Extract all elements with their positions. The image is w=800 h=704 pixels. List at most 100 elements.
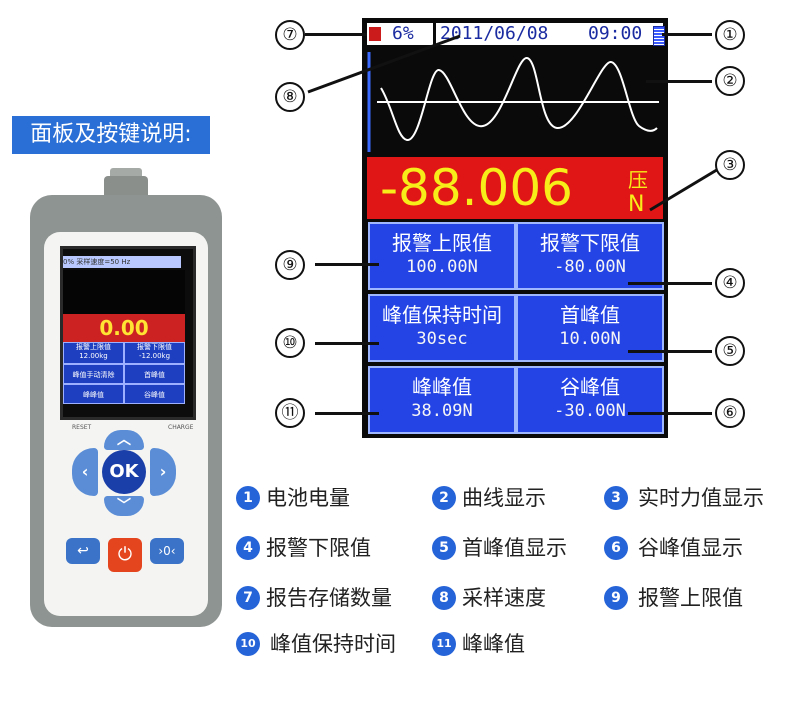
status-date: 2011/06/08 (440, 23, 549, 44)
legend-number: 8 (432, 586, 456, 610)
cell-label: 首峰值 (560, 303, 620, 327)
legend-text: 曲线显示 (462, 486, 546, 510)
mini-cell-label: 报警下限值 (137, 343, 172, 351)
cell-peak-hold-time: 峰值保持时间 30sec (368, 294, 516, 362)
legend-number: 9 (604, 586, 628, 610)
reset-label: RESET (72, 424, 92, 431)
legend-text: 报警下限值 (266, 536, 371, 560)
cell-lower-limit: 报警下限值 -80.00N (516, 222, 664, 290)
mini-cell-first-peak: 首峰值 (124, 364, 185, 384)
cell-label: 报警下限值 (540, 231, 640, 255)
legend-text: 报告存储数量 (266, 586, 392, 610)
storage-percent: 6% (392, 23, 414, 44)
callout-line-5 (628, 350, 712, 353)
cell-value: -30.00N (554, 401, 626, 421)
power-icon: ⏻ (117, 544, 133, 565)
mini-cell-lower-limit: 报警下限值 -12.00kg (124, 342, 185, 364)
storage-count-icon (369, 27, 381, 41)
legend-text: 实时力值显示 (638, 486, 764, 510)
cell-value: 38.09N (411, 401, 473, 421)
marker-7: ⑦ (275, 20, 305, 50)
charge-label: CHARGE (168, 424, 194, 431)
legend-text: 峰值保持时间 (270, 632, 396, 656)
legend-number: 10 (236, 632, 260, 656)
cell-label: 峰峰值 (412, 375, 472, 399)
status-time: 09:00 (588, 23, 643, 44)
back-button[interactable]: ↩ (66, 538, 100, 564)
mini-cell-peak-peak: 峰峰值 (63, 384, 124, 404)
callout-line-7 (305, 33, 367, 36)
callout-line-1 (662, 33, 712, 36)
legend-number: 11 (432, 632, 456, 656)
force-mode: 压 (628, 168, 648, 192)
cell-value: -80.00N (554, 257, 626, 277)
panel-title: 面板及按键说明: (12, 116, 210, 154)
realtime-value-box (367, 157, 663, 219)
callout-line-3 (649, 166, 721, 212)
chevron-up-icon: ︿ (117, 432, 131, 448)
status-divider (433, 23, 436, 45)
cell-peak-peak: 峰峰值 38.09N (368, 366, 516, 434)
mini-cell-valley-peak: 谷峰值 (124, 384, 185, 404)
marker-1: ① (715, 20, 745, 50)
callout-line-11 (315, 412, 379, 415)
power-button[interactable]: ⏻ (108, 538, 142, 572)
cell-label: 报警上限值 (392, 231, 492, 255)
legend-text: 电池电量 (266, 486, 350, 510)
mini-cell-label: 报警上限值 (76, 343, 111, 351)
callout-line-8 (307, 34, 461, 94)
marker-9: ⑨ (275, 250, 305, 280)
mini-cell-value: -12.00kg (138, 352, 171, 360)
chevron-left-icon: ‹ (81, 462, 89, 481)
legend-number: 1 (236, 486, 260, 510)
legend-text: 谷峰值显示 (638, 536, 743, 560)
legend-number: 6 (604, 536, 628, 560)
marker-4: ④ (715, 268, 745, 298)
chevron-down-icon: ﹀ (117, 498, 131, 514)
mini-cell-peak-clear: 峰值手动清除 (63, 364, 124, 384)
left-button[interactable]: ‹ (72, 448, 98, 496)
up-button[interactable]: ︿ (104, 430, 144, 450)
legend-number: 5 (432, 536, 456, 560)
mini-cell-value: 12.00kg (79, 352, 108, 360)
legend-text: 首峰值显示 (462, 536, 567, 560)
callout-line-10 (315, 342, 379, 345)
marker-3: ③ (715, 150, 745, 180)
wave-signal (380, 57, 658, 141)
mini-wave-area (63, 270, 185, 316)
cell-label: 谷峰值 (560, 375, 620, 399)
zero-button[interactable]: ›0‹ (150, 538, 184, 564)
legend-text: 采样速度 (462, 586, 546, 610)
down-button[interactable]: ﹀ (104, 496, 144, 516)
realtime-value: -88.006 (380, 159, 573, 217)
legend-number: 7 (236, 586, 260, 610)
force-unit: N (628, 192, 645, 217)
callout-line-2 (646, 80, 712, 83)
marker-10: ⑩ (275, 328, 305, 358)
ok-button[interactable]: OK (102, 450, 146, 494)
cell-value: 10.00N (559, 329, 621, 349)
mini-value: 0.00 (63, 314, 185, 342)
return-icon: ↩ (77, 543, 89, 559)
cell-value: 30sec (416, 329, 468, 349)
cell-upper-limit: 报警上限值 100.00N (368, 222, 516, 290)
marker-2: ② (715, 66, 745, 96)
callout-line-6 (628, 412, 712, 415)
legend-number: 2 (432, 486, 456, 510)
cell-label: 峰值保持时间 (382, 303, 502, 327)
sensor-connector (104, 176, 148, 198)
marker-8: ⑧ (275, 82, 305, 112)
legend-number: 3 (604, 486, 628, 510)
callout-line-4 (628, 282, 712, 285)
mini-cell-upper-limit: 报警上限值 12.00kg (63, 342, 124, 364)
legend-number: 4 (236, 536, 260, 560)
legend-text: 峰峰值 (462, 632, 525, 656)
cell-valley-peak: 谷峰值 -30.00N (516, 366, 664, 434)
chevron-right-icon: › (159, 462, 167, 481)
callout-line-9 (315, 263, 379, 266)
marker-6: ⑥ (715, 398, 745, 428)
marker-5: ⑤ (715, 336, 745, 366)
cell-value: 100.00N (406, 257, 478, 277)
battery-icon (653, 26, 665, 46)
mini-status-bar: 0% 采样速度=50 Hz (63, 256, 181, 268)
